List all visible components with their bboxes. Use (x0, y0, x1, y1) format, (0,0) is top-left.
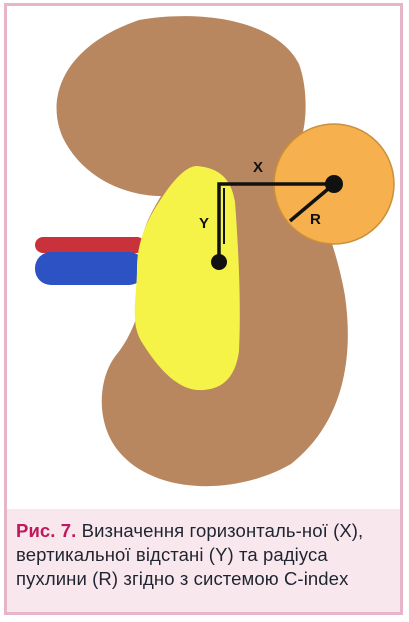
x-label: X (253, 159, 263, 176)
r-label: R (310, 211, 321, 228)
figure-frame: X Y R Рис. 7. Визначення горизонталь-ної… (4, 3, 403, 615)
renal-vein (35, 252, 145, 285)
kidney-diagram-svg: X Y R (7, 6, 400, 506)
figure-caption: Рис. 7. Визначення горизонталь-ної (X), … (16, 519, 392, 591)
renal-artery (35, 237, 145, 253)
caption-bar: Рис. 7. Визначення горизонталь-ної (X), … (7, 509, 400, 612)
caption-label: Рис. 7. (16, 520, 76, 541)
hilum-center-point (211, 254, 227, 270)
y-label: Y (199, 215, 209, 232)
kidney-diagram: X Y R (7, 6, 400, 506)
tumor-center-point (325, 175, 343, 193)
